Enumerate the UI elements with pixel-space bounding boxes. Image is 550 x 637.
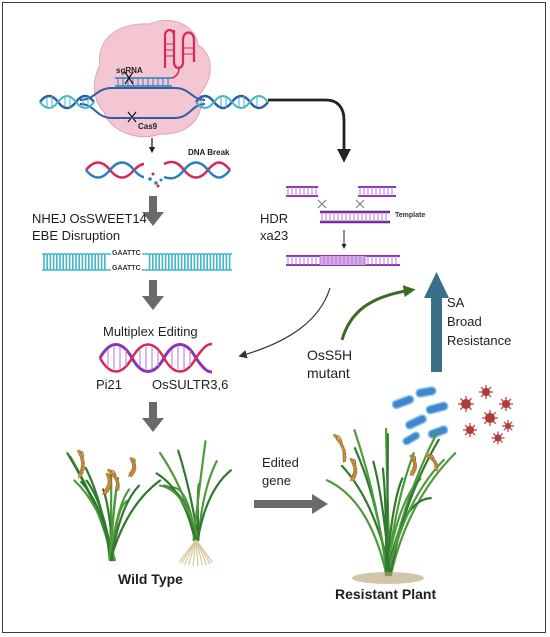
template-label: Template [395,212,426,219]
cas9-complex-icon [79,19,211,138]
figure-frame [2,2,546,633]
os5h-label-2: mutant [307,365,350,381]
hdr-template-icon [286,186,400,266]
seq-label-1: GAATTC [111,250,142,259]
hdr-label-1: HDR [260,211,289,226]
hdr-label-2: xa23 [260,228,289,243]
dna-break-icon [85,160,231,188]
ossultr-label: OsSULTR3,6 [152,377,229,392]
green-curved-arrow [340,285,416,341]
virus-icon [458,385,514,445]
dna-helix-icon [195,94,269,110]
arrow-edited-gene [254,494,328,514]
cas9-label: Cas9 [138,122,158,131]
arrow-hdr-to-multiplex [238,287,331,359]
resistant-plant-label: Resistant Plant [335,586,437,602]
rice-plant-icon [66,449,162,562]
multiplex-dna-icon [98,342,213,374]
dna-break-label: DNA Break [188,148,230,157]
sa-label-3: Resistance [447,333,512,348]
bacteria-icon [391,386,449,446]
arrow-down-1 [142,196,164,226]
nhej-label-1: NHEJ OsSWEET14 [32,211,147,226]
sgrna-label: sgRNA [116,66,143,75]
os5h-label-1: OsS5H [307,347,353,363]
arrow-down-3 [142,402,164,432]
wild-type-label: Wild Type [118,571,183,587]
sa-label-2: Broad [447,314,482,329]
edited-label-1: Edited [262,455,299,470]
arrow-to-hdr [268,98,351,163]
dna-helix-icon [39,94,95,110]
rice-plant-icon [325,427,457,584]
edited-label-2: gene [262,473,291,488]
multiplex-label: Multiplex Editing [103,324,198,339]
rice-plant-icon [155,440,232,567]
sa-up-arrow [424,272,449,372]
nhej-label-2: EBE Disruption [32,228,121,243]
seq-label-2: GAATTC [111,265,142,274]
pi21-label: Pi21 [96,377,123,392]
sa-label-1: SA [447,295,465,310]
arrow-down-2 [142,280,164,310]
